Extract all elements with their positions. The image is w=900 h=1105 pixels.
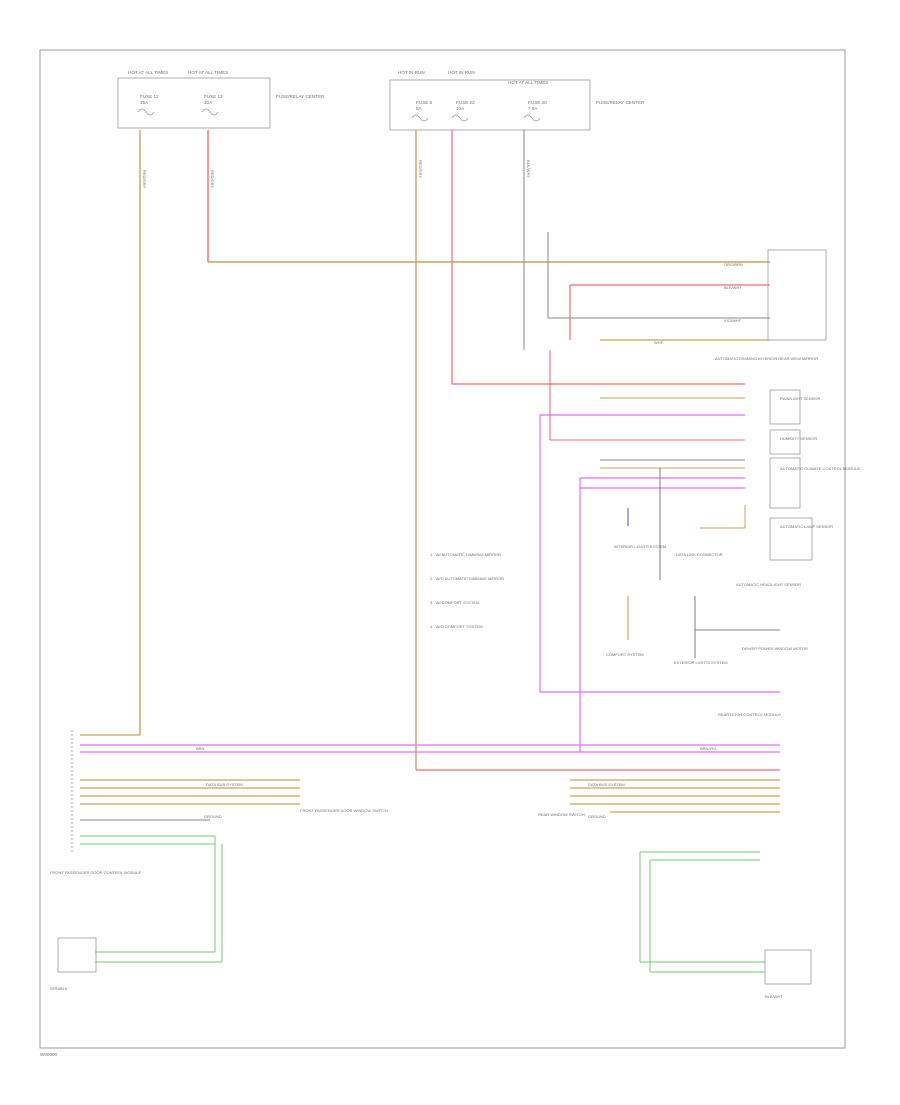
diagram-frame (39, 49, 846, 1049)
note-2: 2 - W/O AUTOMATIC DIMMING MIRROR (430, 576, 504, 581)
lower-label-4: GROUND (588, 814, 606, 819)
mirror-label: AUTOMATIC DIMMING INTERIOR REAR VIEW MIR… (715, 356, 818, 361)
exterior-lights-label: EXTERIOR LIGHTS SYSTEM (674, 660, 728, 665)
label-c2: BLK/WHT (724, 285, 742, 290)
connector-left (57, 937, 97, 973)
label-c1: ORG/BRN (724, 262, 743, 267)
fuse-left-1-rating: 15A (140, 100, 149, 105)
label-c5: WHT (654, 340, 664, 345)
fuse-right-2-rating: 10A (456, 106, 465, 111)
wire-label-right-vertical: RED/GRY (418, 160, 423, 178)
wire-label-left-vertical: RED/GRY (142, 170, 147, 188)
fuse-box-right-label: FUSE/RELAY CENTER (596, 100, 645, 105)
auto-sensor-label: AUTOMATIC HEADLIGHT SENSOR (736, 582, 801, 587)
lower-label-1: DATA BUS SYSTEM (206, 782, 243, 787)
notes-block: 1 - W/ AUTOMATIC DIMMING MIRROR 2 - W/O … (430, 552, 504, 629)
label-c6: BRN (196, 746, 205, 751)
sensor-cluster: RAIN/LIGHT SENSOR HUMIDITY SENSOR AUTOMA… (736, 389, 860, 587)
wire-label-right-vertical-2: BLK/WHT (526, 160, 531, 178)
humidity-sensor-label: HUMIDITY SENSOR (780, 436, 817, 441)
figure-id: W00000 (40, 1052, 58, 1057)
front-module-label: FRONT PASSENGER DOOR CONTROL MODULE (50, 870, 142, 875)
right-door-module: REAR DOOR CONTROL MODULE (718, 712, 781, 717)
interior-light-label: INTERIOR LIGHTS SYSTEM (614, 544, 666, 549)
window-motor-label: DRIVER POWER WINDOW MOTOR (742, 646, 808, 651)
lower-label-6: REAR WINDOW SWITCH (538, 812, 585, 817)
wire-label-left-vertical-2: RED/GRY (210, 170, 215, 188)
rain-sensor-label: RAIN/LIGHT SENSOR (780, 396, 820, 401)
fuse-box-right: HOT IN RUN HOT IN RUN HOT AT ALL TIMES F… (389, 70, 645, 131)
fuse-box-left: HOT AT ALL TIMES HOT AT ALL TIMES FUSE 1… (117, 70, 325, 129)
fuse-right-2: FUSE 22 (456, 100, 475, 105)
lower-label-3: DATA BUS SYSTEM (588, 782, 625, 787)
data-link-label: DATA LINK CONNECTOR (676, 552, 723, 557)
fuse-box-left-label: FUSE/RELAY CENTER (276, 94, 325, 99)
fuse-left-1: FUSE 12 (140, 94, 159, 99)
connector-right (764, 949, 812, 985)
hot-label-left-1: HOT AT ALL TIMES (128, 70, 168, 75)
connector-left-label: GRN/BLK (50, 986, 68, 991)
hot-label-right-1: HOT IN RUN (398, 70, 425, 75)
fuse-right-1-rating: 5A (416, 106, 423, 111)
auto-climate-label: AUTOMATIC CLIMATE CONTROL MODULE (780, 466, 860, 471)
fuse-right-3: FUSE 40 (528, 100, 547, 105)
note-1: 1 - W/ AUTOMATIC DIMMING MIRROR (430, 552, 501, 557)
label-c3: VIO/WHT (724, 318, 742, 323)
fuse-left-2: FUSE 13 (204, 94, 223, 99)
connector-right-label: BLK/WHT (765, 994, 783, 999)
comfort-label: COMFORT SYSTEM (606, 652, 644, 657)
note-4: 4 - W/O COMFORT SYSTEM (430, 624, 483, 629)
note-3: 3 - W/ COMFORT SYSTEM (430, 600, 479, 605)
label-c7: BRN/YEL (700, 746, 718, 751)
fuse-right-1: FUSE 8 (416, 100, 433, 105)
hot-label-left-2: HOT AT ALL TIMES (188, 70, 228, 75)
fuse-left-2-rating: 10A (204, 100, 213, 105)
lower-label-5: FRONT PASSENGER DOOR WINDOW SWITCH (300, 808, 388, 813)
fuse-right-3-rating: 7.5A (528, 106, 538, 111)
lower-label-2: GROUND (204, 814, 222, 819)
front-module: FRONT PASSENGER DOOR CONTROL MODULE (50, 730, 142, 875)
auto-lamp-sensor-label: AUTOMATIC LAMP SENSOR (780, 524, 833, 529)
mirror-component: AUTOMATIC DIMMING INTERIOR REAR VIEW MIR… (547, 232, 827, 361)
door-module-right-label: REAR DOOR CONTROL MODULE (718, 712, 781, 717)
hot-label-right-3: HOT AT ALL TIMES (508, 80, 548, 85)
hot-label-right-2: HOT IN RUN (448, 70, 475, 75)
